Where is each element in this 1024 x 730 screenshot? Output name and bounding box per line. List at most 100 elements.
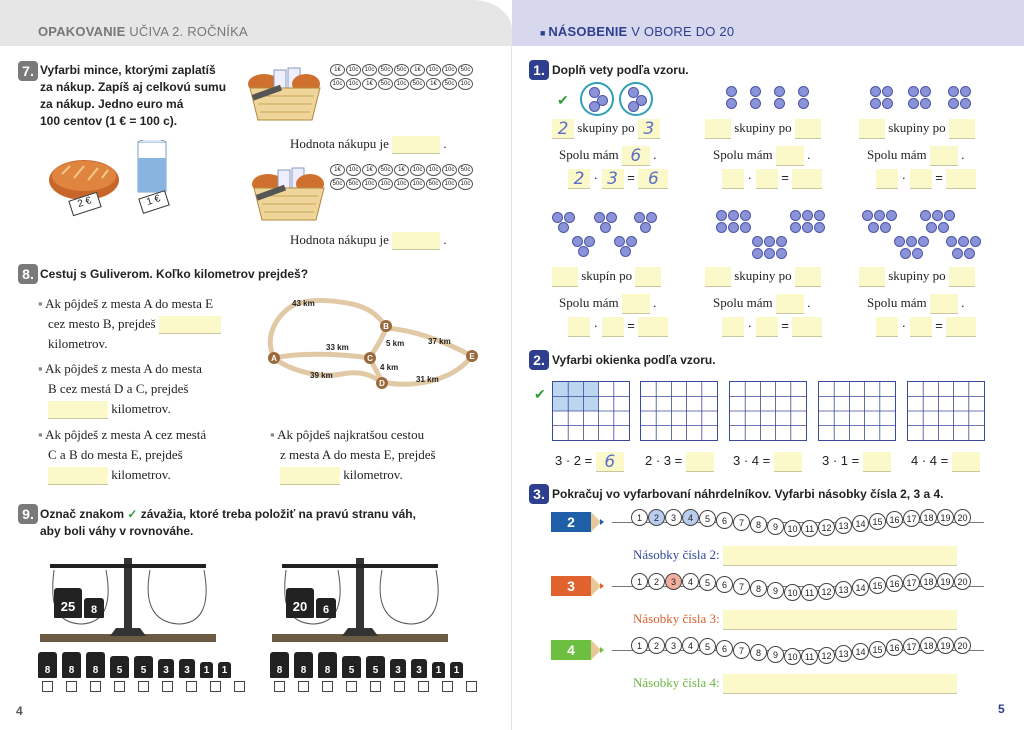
coin[interactable]: 10c xyxy=(394,178,409,190)
bead[interactable]: 14 xyxy=(852,515,869,532)
bead[interactable]: 20 xyxy=(954,509,971,526)
answer-field[interactable]: 3 xyxy=(637,119,660,140)
coin[interactable]: 10c xyxy=(410,164,425,176)
coin[interactable]: 50c xyxy=(442,78,457,90)
answer-field[interactable] xyxy=(792,168,823,189)
checkbox[interactable] xyxy=(394,681,405,692)
answer-field[interactable] xyxy=(876,168,898,189)
coin[interactable]: 50c xyxy=(346,178,361,190)
checkbox[interactable] xyxy=(442,681,453,692)
bead[interactable]: 10 xyxy=(784,648,801,665)
answer-field[interactable] xyxy=(722,316,744,337)
bead[interactable]: 5 xyxy=(699,638,716,655)
checkbox[interactable] xyxy=(66,681,77,692)
answer-field[interactable]: 2 xyxy=(552,119,574,140)
checkbox[interactable] xyxy=(466,681,477,692)
answer-field[interactable] xyxy=(755,168,778,189)
answer-field[interactable] xyxy=(635,267,662,288)
bead[interactable]: 8 xyxy=(750,580,767,597)
answer-field[interactable]: 3 xyxy=(601,168,624,189)
bead[interactable]: 14 xyxy=(852,579,869,596)
bead[interactable]: 2 xyxy=(648,573,665,590)
answer-field[interactable] xyxy=(859,119,885,140)
answer-field[interactable] xyxy=(775,294,804,315)
bead[interactable]: 20 xyxy=(954,573,971,590)
coin[interactable]: 10c xyxy=(378,178,393,190)
coin[interactable]: 10c xyxy=(442,164,457,176)
bead[interactable]: 18 xyxy=(920,509,937,526)
bead[interactable]: 18 xyxy=(920,637,937,654)
answer-field[interactable] xyxy=(552,267,578,288)
coin[interactable]: 10c xyxy=(346,164,361,176)
bead[interactable]: 15 xyxy=(869,641,886,658)
answer-field[interactable] xyxy=(722,168,744,189)
bead[interactable]: 6 xyxy=(716,576,733,593)
bead[interactable]: 8 xyxy=(750,516,767,533)
coin[interactable]: 10c xyxy=(330,78,345,90)
coin[interactable]: 1€ xyxy=(362,164,377,176)
answer-field[interactable]: 2 xyxy=(568,168,590,189)
coin[interactable]: 1€ xyxy=(330,164,345,176)
checkbox[interactable] xyxy=(114,681,125,692)
checkbox[interactable] xyxy=(186,681,197,692)
bead[interactable]: 13 xyxy=(835,645,852,662)
coin[interactable]: 50c xyxy=(458,164,473,176)
coin[interactable]: 1€ xyxy=(362,78,377,90)
answer-field[interactable] xyxy=(909,316,932,337)
answer-field[interactable] xyxy=(792,316,823,337)
answer-field[interactable] xyxy=(773,451,802,472)
bead[interactable]: 16 xyxy=(886,511,903,528)
coin[interactable]: 50c xyxy=(378,164,393,176)
coin[interactable]: 10c xyxy=(362,64,377,76)
answer-field[interactable] xyxy=(568,316,590,337)
answer-field[interactable] xyxy=(929,146,958,167)
bead[interactable]: 11 xyxy=(801,520,818,537)
bead[interactable]: 3 xyxy=(665,509,682,526)
bead[interactable]: 3 xyxy=(665,637,682,654)
bead[interactable]: 10 xyxy=(784,520,801,537)
answer-field[interactable] xyxy=(948,119,975,140)
answer-field[interactable] xyxy=(601,316,624,337)
coin[interactable]: 10c xyxy=(410,178,425,190)
bead[interactable]: 10 xyxy=(784,584,801,601)
bead[interactable]: 18 xyxy=(920,573,937,590)
multiplication-grid[interactable] xyxy=(640,381,718,441)
coin[interactable]: 10c xyxy=(346,78,361,90)
answer-field[interactable] xyxy=(392,136,441,155)
answer-field[interactable] xyxy=(951,451,980,472)
answer-field[interactable] xyxy=(722,546,957,567)
answer-field[interactable]: 6 xyxy=(595,451,624,472)
checkbox[interactable] xyxy=(162,681,173,692)
bead[interactable]: 3 xyxy=(665,573,682,590)
answer-field[interactable] xyxy=(794,119,821,140)
coin[interactable]: 1€ xyxy=(426,78,441,90)
bead[interactable]: 4 xyxy=(682,573,699,590)
checkbox[interactable] xyxy=(234,681,245,692)
answer-field[interactable] xyxy=(909,168,932,189)
bead[interactable]: 9 xyxy=(767,518,784,535)
coin[interactable]: 50c xyxy=(378,78,393,90)
answer-field[interactable] xyxy=(48,401,108,420)
bead[interactable]: 5 xyxy=(699,510,716,527)
bead[interactable]: 13 xyxy=(835,581,852,598)
bead[interactable]: 17 xyxy=(903,574,920,591)
bead[interactable]: 14 xyxy=(852,643,869,660)
bead[interactable]: 15 xyxy=(869,513,886,530)
bead[interactable]: 19 xyxy=(937,509,954,526)
bead[interactable]: 20 xyxy=(954,637,971,654)
coin[interactable]: 10c xyxy=(394,78,409,90)
bead[interactable]: 7 xyxy=(733,514,750,531)
bead[interactable]: 13 xyxy=(835,517,852,534)
answer-field[interactable] xyxy=(722,610,957,631)
checkbox[interactable] xyxy=(322,681,333,692)
bead[interactable]: 4 xyxy=(682,637,699,654)
bead[interactable]: 2 xyxy=(648,509,665,526)
answer-field[interactable] xyxy=(862,451,891,472)
checkbox[interactable] xyxy=(370,681,381,692)
answer-field[interactable] xyxy=(722,674,957,695)
bead[interactable]: 8 xyxy=(750,644,767,661)
bead[interactable]: 6 xyxy=(716,640,733,657)
bead[interactable]: 1 xyxy=(631,509,648,526)
multiplication-grid[interactable] xyxy=(552,381,630,441)
coin[interactable]: 10c xyxy=(362,178,377,190)
